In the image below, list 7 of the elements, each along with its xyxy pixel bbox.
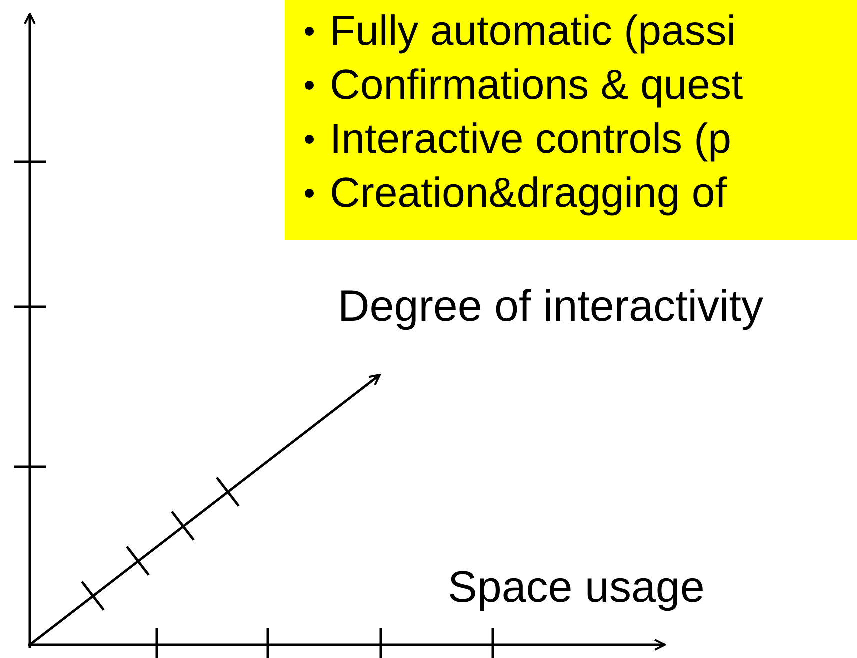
bullet-item: Creation&dragging of [330, 168, 727, 218]
axis-label: Degree of interactivity [338, 282, 764, 332]
bullet-item: Confirmations & quest [330, 60, 744, 110]
bullet-item: Fully automatic (passi [330, 6, 736, 56]
bullet-item: Interactive controls (p [330, 114, 732, 164]
axis-label: Space usage [448, 563, 705, 613]
note-panel [285, 0, 857, 240]
